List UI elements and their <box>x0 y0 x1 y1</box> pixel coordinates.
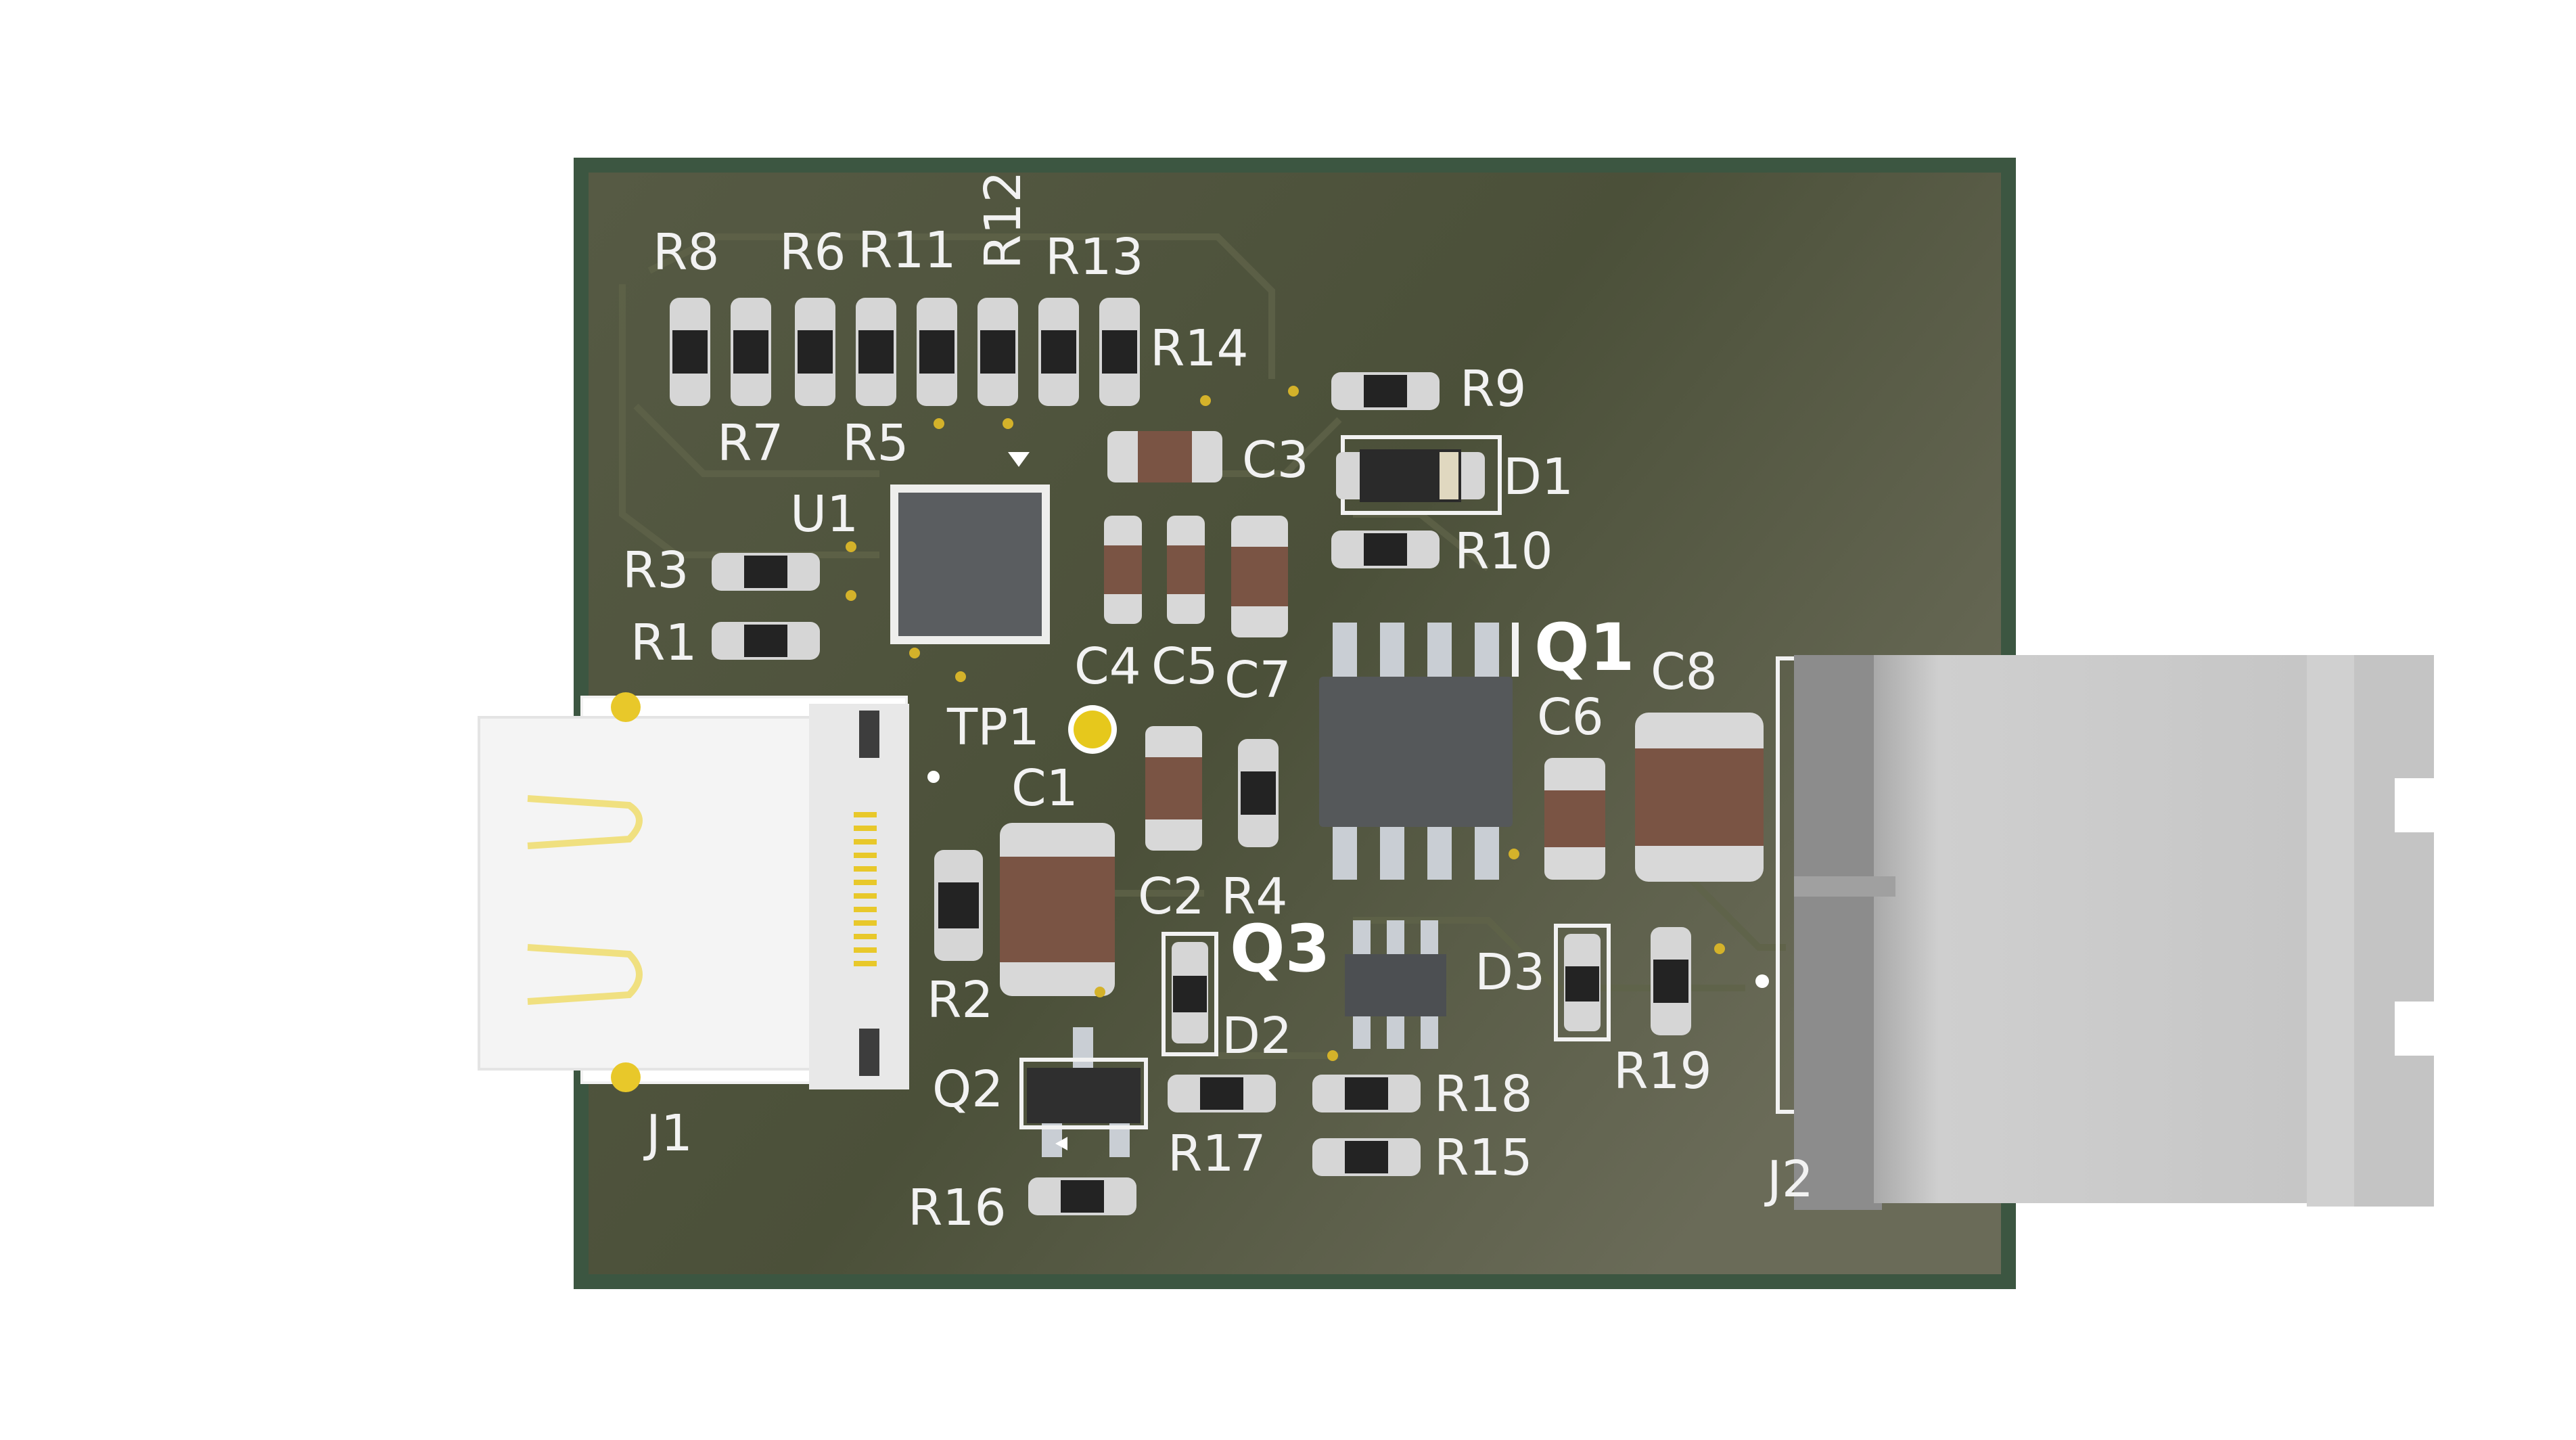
resistor-r15 <box>1312 1138 1421 1176</box>
label-r10: R10 <box>1454 522 1553 581</box>
via-white <box>927 771 940 783</box>
resistor-r12 <box>978 298 1018 406</box>
capacitor-c4 <box>1104 516 1142 624</box>
resistor-r19 <box>1651 927 1691 1035</box>
label-c6: C6 <box>1537 688 1604 746</box>
label-c8: C8 <box>1651 643 1718 701</box>
ic-u1 <box>890 452 1050 644</box>
label-j2: J2 <box>1764 1150 1814 1209</box>
label-c2: C2 <box>1138 868 1205 926</box>
capacitor-c2 <box>1145 726 1202 851</box>
capacitor-c1 <box>1000 823 1115 996</box>
resistor-r4 <box>1238 739 1279 847</box>
label-q1: Q1 <box>1534 610 1634 685</box>
label-r1: R1 <box>630 614 697 672</box>
label-r7: R7 <box>717 414 784 472</box>
label-r18: R18 <box>1434 1065 1533 1123</box>
label-r17: R17 <box>1168 1125 1266 1183</box>
label-c7: C7 <box>1224 651 1291 709</box>
label-r9: R9 <box>1460 360 1527 418</box>
label-q3: Q3 <box>1230 911 1330 987</box>
transistor-q3 <box>1345 920 1446 1049</box>
label-r12: R12 <box>974 171 1032 269</box>
resistor-r16 <box>1028 1177 1136 1215</box>
resistor-r3 <box>712 553 820 591</box>
label-r13: R13 <box>1045 228 1144 286</box>
label-r8: R8 <box>653 223 720 282</box>
label-j1: J1 <box>643 1104 693 1163</box>
resistor-r5 <box>856 298 896 406</box>
label-c5: C5 <box>1151 637 1218 696</box>
resistor-array-top <box>670 298 1140 406</box>
connector-j2 <box>1755 655 2435 1210</box>
resistor-r13 <box>1038 298 1079 406</box>
label-d3: D3 <box>1475 943 1545 1002</box>
label-r3: R3 <box>622 541 689 600</box>
resistor-r6 <box>795 298 835 406</box>
label-d1: D1 <box>1503 448 1573 506</box>
capacitor-c8 <box>1635 713 1764 882</box>
resistor-r8 <box>670 298 710 406</box>
label-r2: R2 <box>927 971 994 1029</box>
label-r16: R16 <box>908 1179 1007 1237</box>
diode-d3 <box>1554 924 1611 1041</box>
label-r19: R19 <box>1613 1042 1712 1100</box>
resistor-r9 <box>1331 372 1440 410</box>
capacitor-c6 <box>1544 758 1605 880</box>
resistor-r2 <box>934 850 983 961</box>
capacitor-c5 <box>1167 516 1205 624</box>
resistor-r18 <box>1312 1075 1421 1112</box>
label-d2: D2 <box>1222 1007 1292 1065</box>
usb-legs <box>527 795 643 1005</box>
usb-contacts <box>854 812 877 966</box>
diode-d2 <box>1162 932 1218 1056</box>
label-r15: R15 <box>1434 1129 1533 1187</box>
label-r6: R6 <box>779 223 846 282</box>
label-u1: U1 <box>790 485 858 543</box>
transistor-q1 <box>1319 623 1519 880</box>
label-r5: R5 <box>842 414 909 472</box>
label-c4: C4 <box>1074 637 1141 696</box>
label-r4: R4 <box>1221 868 1288 926</box>
label-q2: Q2 <box>932 1060 1003 1119</box>
label-tp1: TP1 <box>946 698 1040 757</box>
resistor-r10 <box>1331 531 1440 568</box>
capacitor-c7 <box>1231 516 1288 637</box>
resistor-r14 <box>1099 298 1140 406</box>
resistor-r7 <box>731 298 771 406</box>
label-c3: C3 <box>1242 431 1309 489</box>
connector-j1-usb <box>478 692 909 1092</box>
label-r11: R11 <box>858 221 957 279</box>
label-c1: C1 <box>1011 759 1078 817</box>
resistor-r1 <box>712 622 820 660</box>
transistor-q2 <box>1019 1027 1148 1157</box>
capacitor-c3 <box>1107 431 1222 482</box>
vias <box>846 386 1725 1061</box>
resistor-r11 <box>917 298 957 406</box>
diode-d1 <box>1336 435 1502 515</box>
silkscreen-labels: R8 R6 R11 R12 R13 R14 R7 R5 R9 C3 D1 U1 … <box>622 171 1814 1237</box>
testpoint-tp1 <box>1068 705 1117 754</box>
resistor-r17 <box>1168 1075 1276 1112</box>
label-r14: R14 <box>1150 319 1249 378</box>
